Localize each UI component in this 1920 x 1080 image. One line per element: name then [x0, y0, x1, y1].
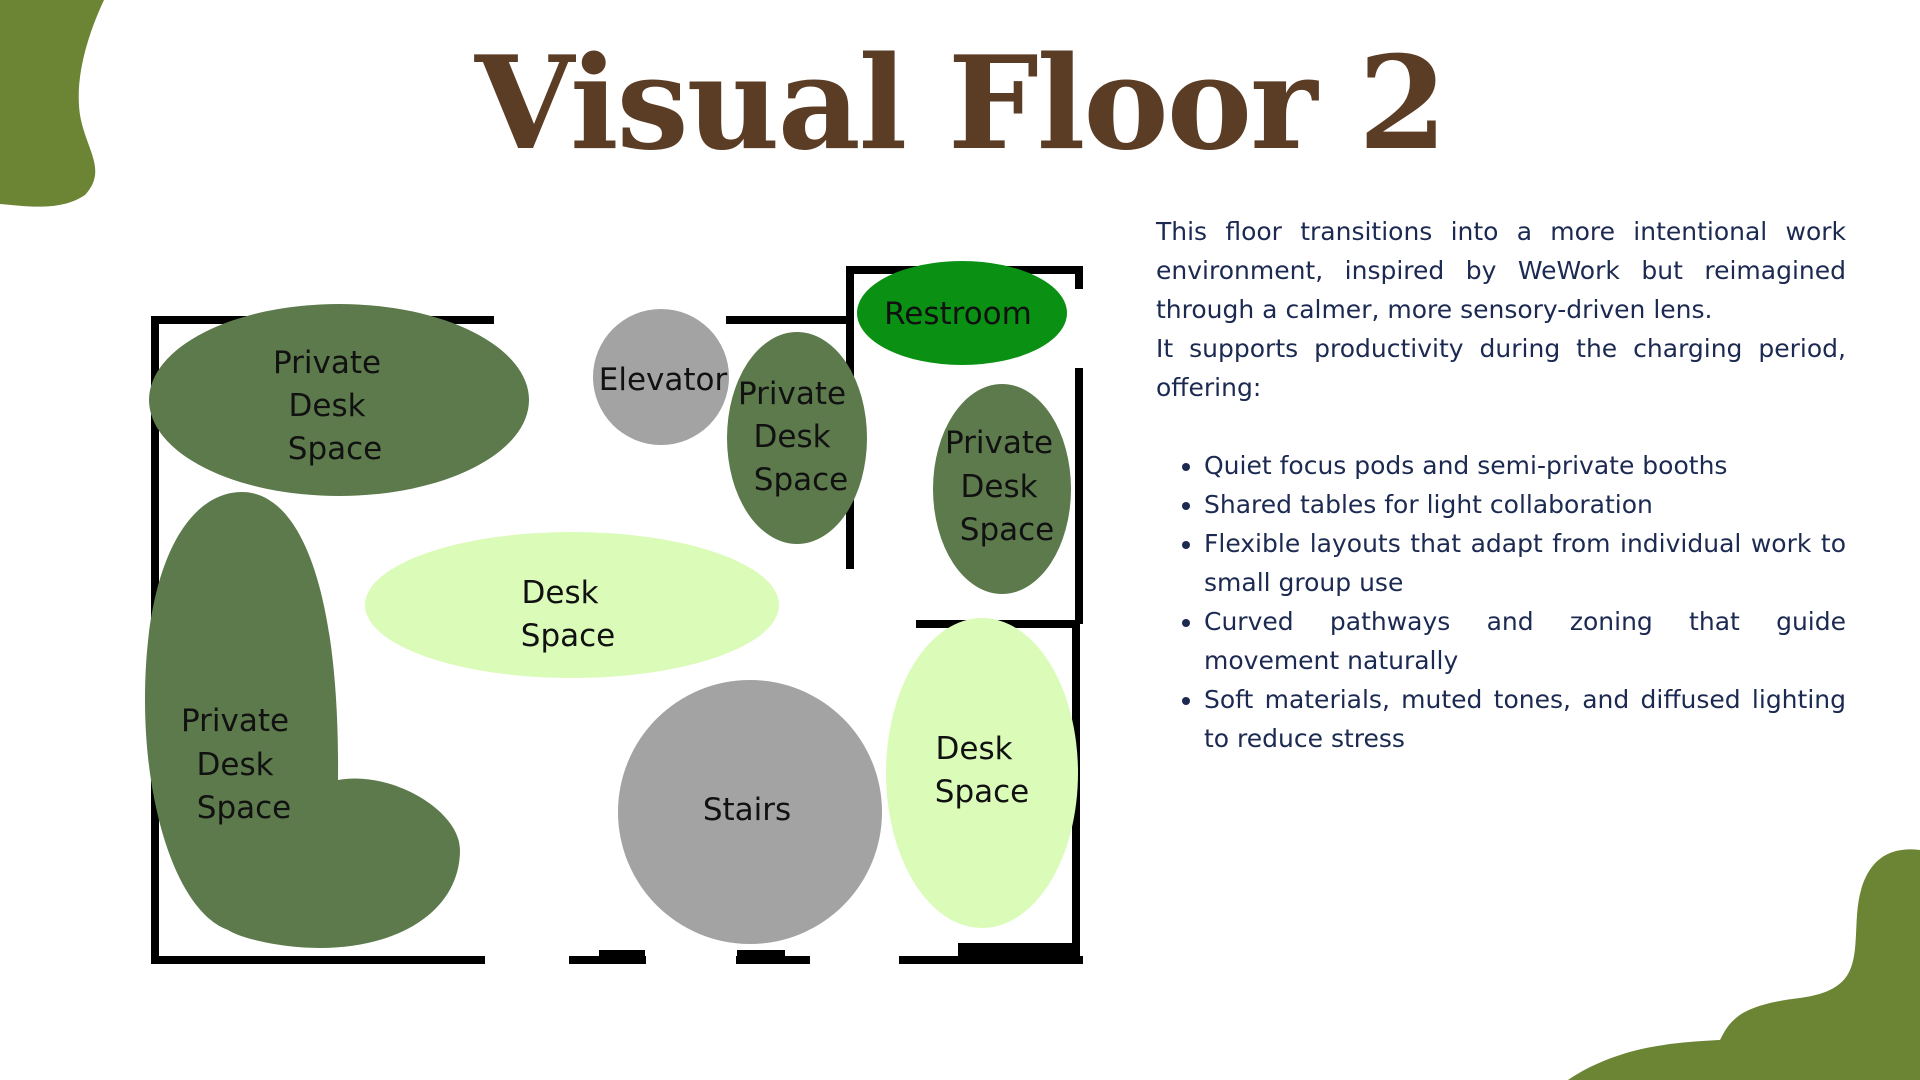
list-item: Shared tables for light collaboration	[1204, 485, 1846, 524]
description-intro: This floor transitions into a more inten…	[1156, 217, 1846, 324]
top-left-blob	[0, 0, 104, 207]
zone-private-right	[933, 384, 1071, 594]
list-item: Soft materials, muted tones, and diffuse…	[1204, 680, 1846, 758]
floor-plan: Private Desk Space Private Desk Space De…	[145, 261, 1083, 964]
description-support: It supports productivity during the char…	[1156, 334, 1846, 402]
zone-label-private-top-left: Private Desk Space	[273, 345, 391, 467]
zone-label-private-left: Private Desk Space	[181, 703, 299, 826]
zone-restroom	[857, 261, 1067, 365]
list-item: Flexible layouts that adapt from individ…	[1204, 524, 1846, 602]
zone-label-stairs: Stairs	[703, 792, 791, 828]
feature-list: Quiet focus pods and semi-private booths…	[1156, 446, 1846, 758]
description: This floor transitions into a more inten…	[1156, 212, 1846, 758]
zone-stairs	[618, 680, 882, 944]
zone-label-private-right: Private Desk Space	[945, 425, 1063, 548]
zone-elevator	[593, 309, 729, 445]
zone-private-middle	[727, 332, 867, 544]
zone-label-restroom: Restroom	[884, 296, 1032, 332]
zone-private-top-left	[149, 304, 529, 496]
zone-desk-right	[886, 618, 1078, 928]
bottom-right-blob	[1568, 849, 1920, 1080]
zone-private-left	[145, 492, 460, 948]
zone-label-desk-right: Desk Space	[935, 731, 1029, 810]
zone-label-private-middle: Private Desk Space	[738, 376, 856, 498]
zone-desk-center	[365, 532, 779, 678]
zone-label-elevator: Elevator	[599, 362, 728, 398]
list-item: Quiet focus pods and semi-private booths	[1204, 446, 1846, 485]
list-item: Curved pathways and zoning that guide mo…	[1204, 602, 1846, 680]
page-title: Visual Floor 2	[474, 29, 1447, 179]
zone-label-desk-center: Desk Space	[521, 575, 615, 654]
